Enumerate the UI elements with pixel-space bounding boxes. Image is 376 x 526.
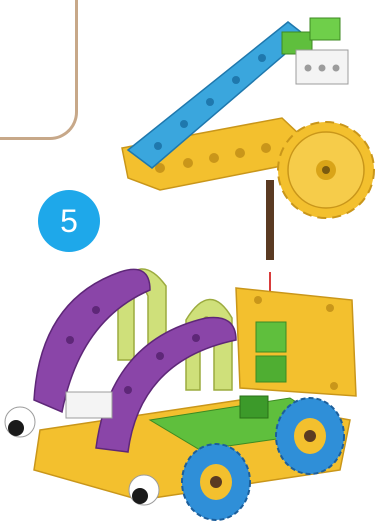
axle-rod: [266, 180, 274, 260]
vehicle-group: [5, 269, 356, 520]
green-block: [240, 396, 268, 418]
wheel-icon: [276, 398, 344, 474]
green-block: [256, 356, 286, 382]
eye-icon: [129, 475, 159, 505]
green-block: [256, 322, 286, 352]
eye-icon: [5, 407, 35, 437]
white-block: [66, 392, 112, 418]
front-plate: [236, 288, 356, 396]
gear-icon: [278, 122, 374, 218]
wheel-icon: [182, 444, 250, 520]
